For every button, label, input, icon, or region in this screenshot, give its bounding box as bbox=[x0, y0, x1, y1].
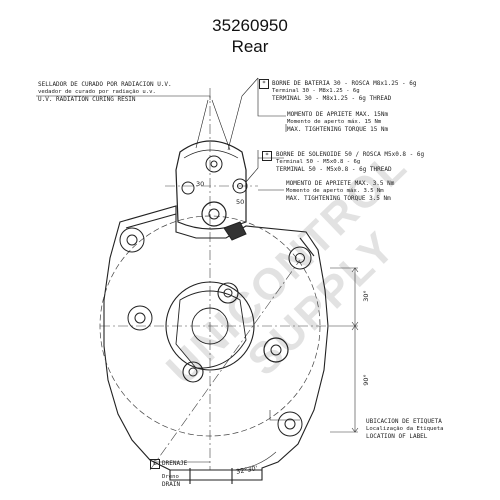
solenoid-torque-pt: Momento de aperto máx. 3.5 Nm bbox=[286, 187, 384, 194]
terminal-30-label: 30 bbox=[196, 180, 205, 188]
solenoid-torque-es: MOMENTO DE APRIETE MAX. 3.5 Nm bbox=[286, 180, 395, 187]
drain-pt: Dreno bbox=[162, 473, 179, 480]
bearing-boss bbox=[175, 290, 247, 369]
dimension-lines bbox=[231, 267, 359, 471]
solenoid-terminal-es: BORNE DE SOLENOIDE 50 / ROSCA M5x0.8 - 6… bbox=[276, 151, 425, 158]
note-sealant: SELLADOR DE CURADO POR RADIACION U.V. ve… bbox=[38, 81, 172, 104]
solenoid-terminal-pt: Terminal 50 - M5x0.8 - 6g bbox=[276, 158, 361, 165]
mounting-ear-bottom-right bbox=[277, 411, 303, 437]
drain-es: DRENAJE bbox=[162, 460, 188, 467]
end-cap-inner bbox=[191, 307, 229, 345]
mounting-ear-top-left bbox=[119, 227, 145, 253]
terminal-50-post bbox=[181, 181, 195, 195]
battery-terminal-en: TERMINAL 30 - M8x1.25 - 6g THREAD bbox=[272, 95, 392, 103]
terminal-50-right-post bbox=[232, 178, 248, 194]
battery-terminal-es: BORNE DE BATERIA 30 - ROSCA M8x1.25 - 6g bbox=[272, 80, 417, 87]
sealant-en: U.V. RADIATION CURING RESIN bbox=[38, 96, 136, 104]
bolt-upper bbox=[217, 282, 239, 304]
battery-terminal-pt: Terminal 30 - M8x1.25 - 6g bbox=[272, 87, 360, 94]
leader-lines bbox=[36, 77, 300, 463]
note-battery-terminal: BORNE DE BATERIA 30 - ROSCA M8x1.25 - 6g… bbox=[272, 80, 417, 103]
end-cap-outer bbox=[165, 281, 255, 371]
terminal-30-upper-post bbox=[205, 155, 223, 173]
terminal-50-label: 50 bbox=[236, 198, 245, 206]
solenoid-cap bbox=[175, 140, 248, 241]
note-solenoid-terminal: BORNE DE SOLENOIDE 50 / ROSCA M5x0.8 - 6… bbox=[276, 151, 424, 174]
battery-torque-en: MAX. TIGHTENING TORQUE 15 Nm bbox=[287, 126, 389, 134]
sealant-pt: vedador de curado por radiação u.v. bbox=[38, 88, 156, 95]
sealant-es: SELLADOR DE CURADO POR RADIACION U.V. bbox=[38, 81, 172, 88]
battery-torque-pt: Momento de aperto máx. 15 Nm bbox=[287, 118, 382, 125]
bolt-lower bbox=[182, 361, 204, 383]
terminal-30-post bbox=[201, 201, 227, 227]
drain-marker: E bbox=[150, 459, 160, 469]
housing-outline bbox=[103, 205, 329, 484]
solenoid-terminal-en: TERMINAL 50 - M5x0.8 - 6g THREAD bbox=[276, 166, 392, 174]
battery-marker: * bbox=[259, 79, 269, 89]
label-location-es: UBICACION DE ETIQUETA bbox=[366, 418, 442, 425]
drain-en: DRAIN bbox=[162, 481, 181, 489]
flange-circle bbox=[99, 215, 321, 437]
note-label-location: UBICACION DE ETIQUETA Localização da Eti… bbox=[366, 418, 443, 441]
note-battery-torque: MOMENTO DE APRIETE MAX. 15Nm Momento de … bbox=[287, 111, 388, 134]
battery-torque-es: MOMENTO DE APRIETE MAX. 15Nm bbox=[287, 111, 389, 118]
solenoid-torque-en: MAX. TIGHTENING TORQUE 3.5 Nm bbox=[286, 195, 391, 203]
angle-right-label: 90° bbox=[361, 374, 370, 386]
mounting-ear-left bbox=[127, 305, 153, 331]
note-drain: DRENAJE Dreno DRAIN bbox=[162, 460, 187, 489]
note-solenoid-torque: MOMENTO DE APRIETE MAX. 3.5 Nm Momento d… bbox=[286, 180, 394, 203]
mounting-ear-top-right bbox=[288, 246, 312, 270]
part-number: 35260950 bbox=[212, 16, 288, 35]
solenoid-marker: * bbox=[262, 151, 272, 161]
angle-upper-label: 30° bbox=[361, 290, 370, 302]
label-location-en: LOCATION OF LABEL bbox=[366, 433, 428, 441]
view-label: Rear bbox=[231, 37, 269, 56]
label-location-pt: Localização da Etiqueta bbox=[366, 425, 444, 432]
centerlines bbox=[100, 88, 330, 471]
bolt-right bbox=[263, 337, 289, 363]
